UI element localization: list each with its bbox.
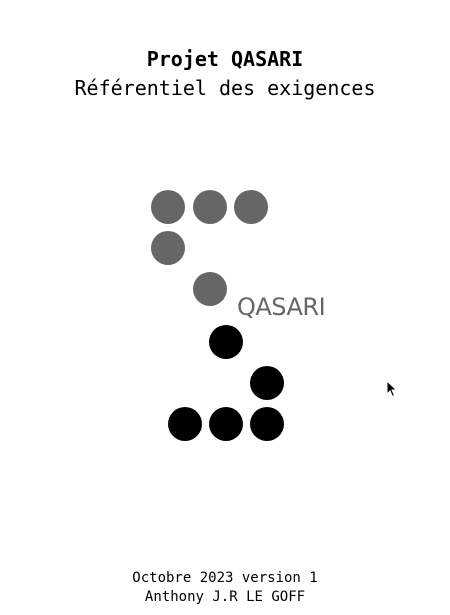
document-title: Projet QASARI: [146, 47, 304, 71]
mouse-pointer-icon: [386, 380, 398, 398]
logo-dot: [168, 407, 202, 441]
footer-date-version: Octobre 2023 version 1: [132, 570, 318, 586]
footer-author: Anthony J.R LE GOFF: [144, 589, 306, 605]
logo-dot: [234, 190, 268, 224]
logo-dot: [193, 190, 227, 224]
logo-dot: [250, 407, 284, 441]
logo-dot: [151, 190, 185, 224]
logo-wordmark: QASARI: [237, 293, 326, 321]
logo-black-dots: [168, 325, 284, 441]
logo-dot: [151, 231, 185, 265]
logo-gray-dots: [151, 190, 268, 306]
logo-dot: [250, 366, 284, 400]
logo-dot: [209, 325, 243, 359]
logo-dot: [193, 272, 227, 306]
document-subtitle: Référentiel des exigences: [74, 76, 376, 100]
logo-dot: [209, 407, 243, 441]
